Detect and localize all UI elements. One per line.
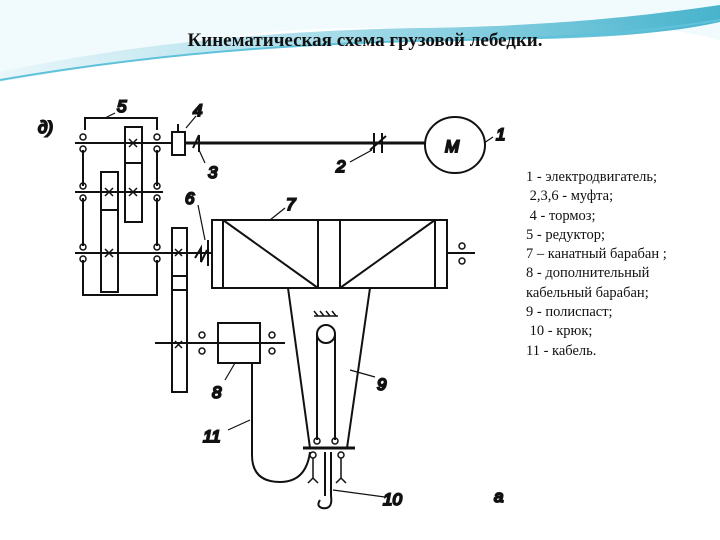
legend-item: кабельный барабан; [526, 284, 649, 301]
legend-item: 2,3,6 - муфта; [526, 188, 614, 205]
motor: М [424, 116, 486, 174]
gear-train-output [171, 227, 209, 393]
reducer-5 [79, 117, 161, 296]
part-label-8: 8 [212, 383, 222, 402]
part-label-9: 9 [377, 375, 387, 394]
part-label-3: 3 [208, 163, 218, 182]
part-label-10: 10 [383, 490, 402, 509]
part-label-2: 2 [335, 157, 346, 176]
legend-item: 8 - дополнительный [526, 265, 650, 282]
corner-label: а [494, 487, 503, 506]
decorative-wave-header [0, 0, 720, 82]
part-label-7: 7 [286, 195, 296, 214]
legend-item: 10 - крюк; [526, 323, 593, 340]
hook-10 [317, 452, 333, 510]
motor-symbol: М [445, 137, 460, 156]
variant-label: д) [38, 118, 53, 137]
shafts [75, 141, 475, 344]
part-label-6: 6 [185, 189, 195, 208]
legend-item: 5 - редуктор; [526, 226, 605, 243]
legend: 1 - электродвигатель; 2,3,6 - муфта; 4 -… [526, 168, 667, 361]
brake-4 [171, 124, 200, 156]
legend-item: 9 - полиспаст; [526, 304, 613, 321]
slide-title: Кинематическая схема грузовой лебедки. [187, 30, 543, 51]
legend-item: 1 - электродвигатель; [526, 169, 658, 185]
cable-drum-8 [198, 322, 276, 364]
legend-item: 7 – канатный барабан ; [526, 246, 667, 263]
leader-lines [104, 112, 494, 498]
part-label-11: 11 [203, 427, 221, 446]
cable-11 [251, 363, 311, 484]
rope-drum-7 [211, 219, 466, 289]
coupling-2 [369, 133, 387, 153]
part-label-5: 5 [117, 97, 127, 116]
legend-item: 11 - кабель. [526, 342, 597, 359]
legend-item: 4 - тормоз; [526, 207, 596, 224]
pulley-block-9 [287, 287, 371, 484]
part-label-4: 4 [193, 101, 202, 120]
part-label-1: 1 [496, 125, 505, 144]
